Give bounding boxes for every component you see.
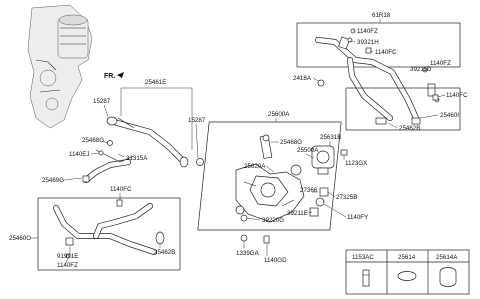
label-2418A: 2418A — [293, 75, 312, 82]
label-61R18: 61R18 — [372, 12, 391, 19]
label-91991E: 91991E — [57, 253, 78, 260]
label-1140FC-mid: 1140FC — [110, 186, 132, 193]
pipe-25461E-group: 25461E — [106, 79, 193, 168]
label-1140FC-right: 1140FC — [446, 92, 468, 99]
label-1140EJ: 1140EJ — [69, 151, 90, 158]
label-25462B-bottom: 25462B — [154, 249, 175, 256]
water-pump-housing — [235, 134, 305, 223]
legend-col-1153AC: 1153AC — [352, 254, 374, 261]
label-25631B: 25631B — [320, 134, 341, 141]
label-1123GX: 1123GX — [345, 160, 367, 167]
label-1140FZ-bottom: 1140FZ — [57, 262, 78, 269]
label-39211E: 39211E — [287, 210, 308, 217]
label-1140FC-top: 1140FC — [375, 49, 397, 56]
bolt-1140GD — [263, 235, 270, 244]
label-25500A: 25500A — [297, 147, 319, 154]
label-39321H: 39321H — [357, 39, 379, 46]
legend-col-25614: 25614 — [398, 254, 416, 261]
label-1140FZ-top: 1140FZ — [357, 28, 378, 35]
label-27366: 27366 — [300, 187, 318, 194]
engine-block-illustration — [27, 4, 93, 129]
label-25469G: 25469G — [42, 177, 64, 184]
label-27325B: 27325B — [336, 194, 357, 201]
plug-icon — [362, 269, 370, 287]
label-15287-right: 15287 — [188, 117, 206, 124]
legend-col-25614A: 25614A — [436, 254, 458, 261]
label-25600A: 25600A — [268, 111, 290, 118]
bolts-top-right — [347, 28, 439, 101]
label-39211D: 39211D — [410, 66, 432, 73]
gasket-rect-icon — [439, 267, 457, 287]
thermostat-housing — [311, 145, 335, 175]
label-39220G: 39220G — [262, 217, 284, 224]
label-25462B-top: 25462B — [399, 125, 420, 132]
pipe-25460I — [315, 36, 440, 125]
label-1140FY: 1140FY — [347, 214, 368, 221]
label-25460O: 25460O — [9, 235, 31, 242]
label-1140GD: 1140GD — [264, 257, 287, 264]
label-1339GA: 1339GA — [236, 250, 260, 257]
label-25620A: 25620A — [244, 163, 266, 170]
gasket-oval-icon — [397, 271, 417, 281]
fr-label: FR. — [104, 73, 115, 80]
label-31315A: 31315A — [126, 155, 148, 162]
bolt-1339GA — [240, 234, 248, 242]
label-25461E: 25461E — [145, 79, 166, 86]
pipe-25460O — [53, 203, 165, 259]
label-25460I: 25460I — [440, 112, 459, 119]
pipe-25460O-frame — [37, 197, 181, 271]
label-25468G-left: 25468G — [82, 137, 104, 144]
fr-arrow-icon — [117, 72, 124, 78]
label-1140FZ-right: 1140FZ — [430, 60, 451, 67]
hose-25469G — [82, 149, 135, 183]
front-direction-indicator: FR. — [104, 72, 124, 80]
label-25468G-center: 25468G — [280, 139, 302, 146]
assembly-25600A-frame — [197, 121, 342, 231]
parts-legend-table: 1153AC 25614 25614A — [345, 249, 470, 295]
pipe-25460I-frame — [345, 87, 461, 131]
label-15287-left: 15287 — [93, 98, 111, 105]
